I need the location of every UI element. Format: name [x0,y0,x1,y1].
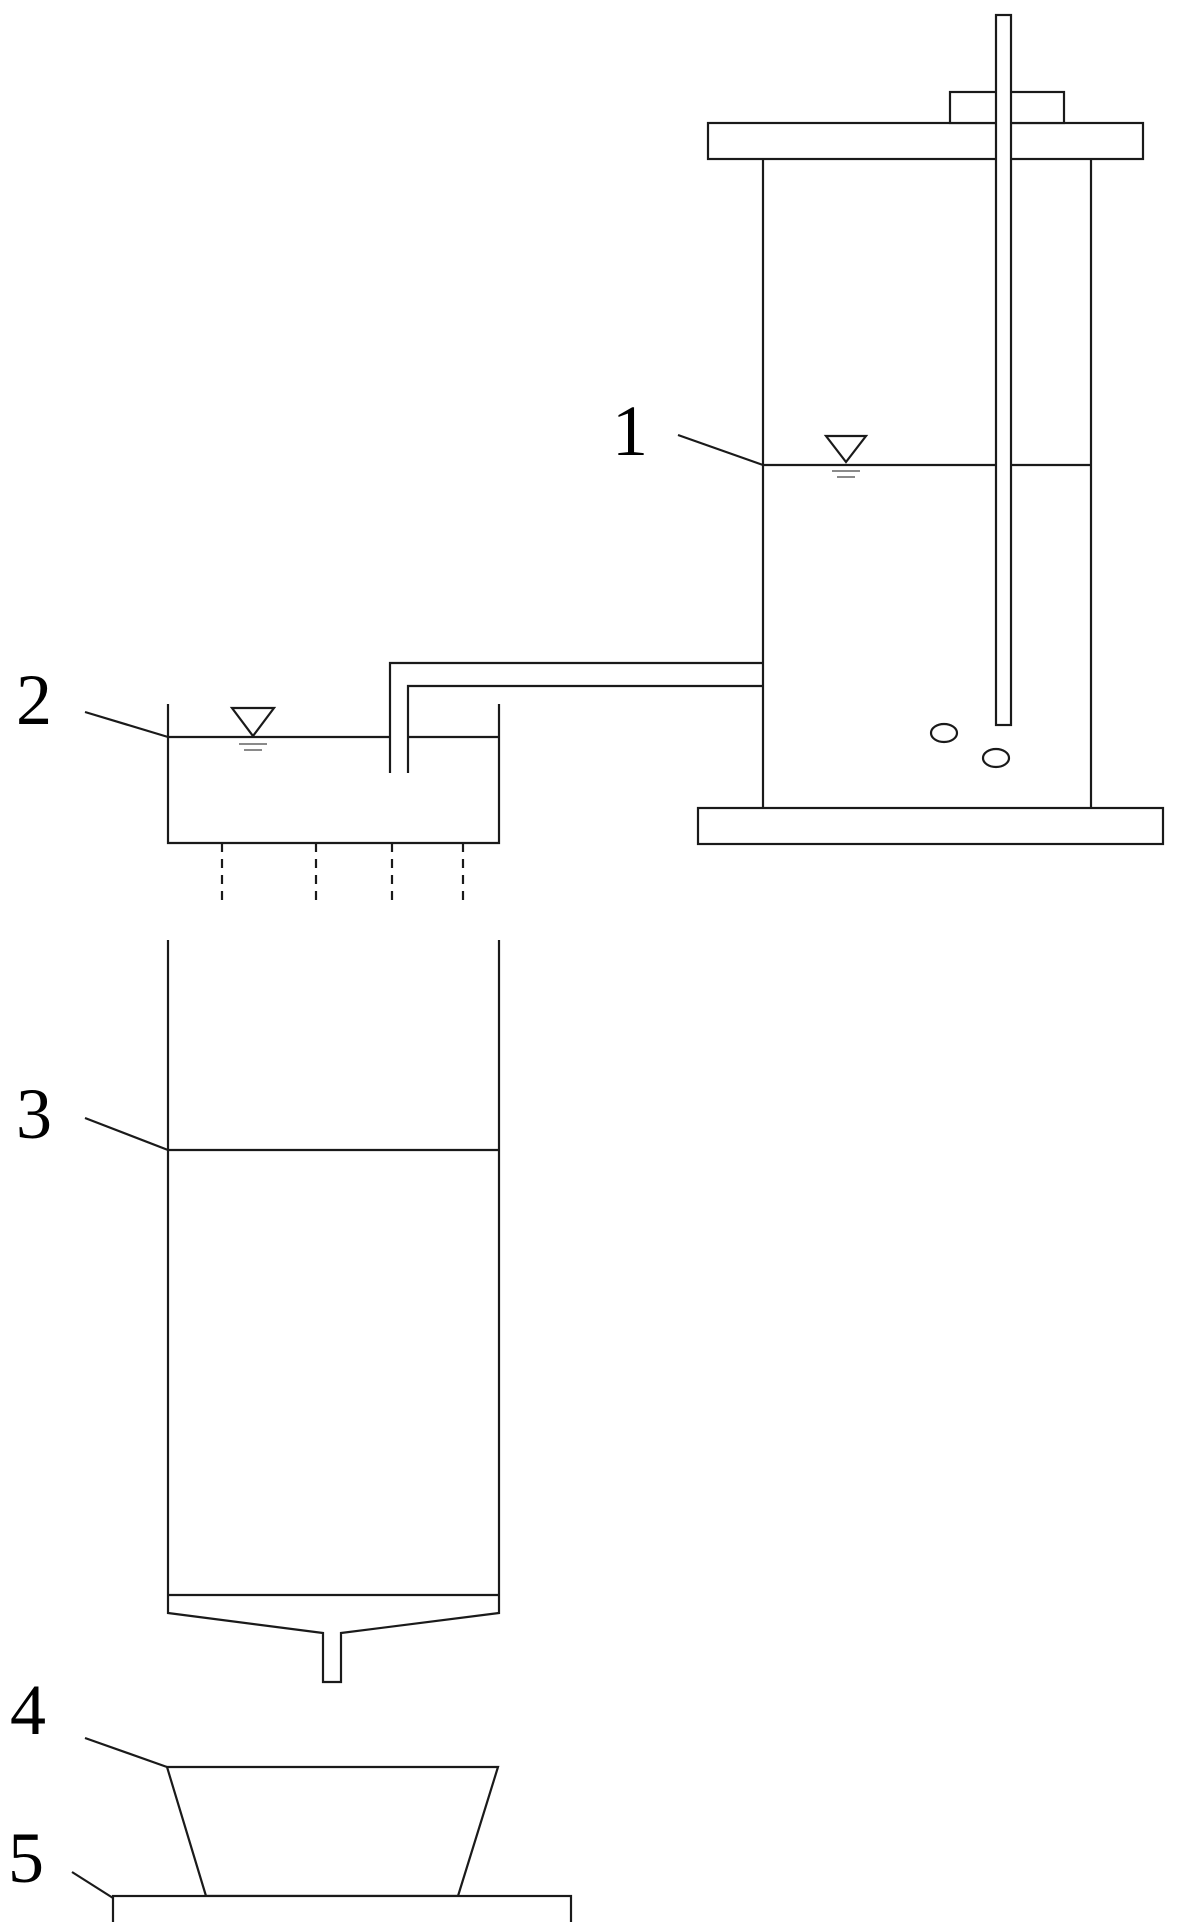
water-level-symbol [229,706,277,751]
water-level-symbol [823,434,869,478]
distribution-tank-outline [166,704,501,845]
callout-label-5: 5 [8,1818,44,1898]
air-bubble [929,722,959,744]
reservoir-top-plate [706,121,1145,161]
callout-leader-1 [677,433,764,467]
upper-reservoir [696,13,1165,846]
reservoir-base-plate [696,806,1165,846]
callout-label-3: 3 [16,1074,52,1154]
stirring-rod [994,13,1013,727]
balance-platform [111,1894,573,1922]
balance [111,1894,573,1922]
distribution-tank [166,704,501,902]
collection-vessel [165,1765,500,1898]
soil-column [166,940,501,1684]
callout-leader-4 [84,1736,168,1769]
callout-leader-3 [84,1116,169,1152]
air-bubble [981,747,1011,769]
callout-leader-2 [84,710,169,739]
connecting-pipe [388,661,763,773]
column-funnel [166,1595,501,1684]
callout-label-4: 4 [10,1670,46,1750]
callout-leader-5 [71,1871,114,1899]
callout-label-1: 1 [612,391,648,471]
callout-label-2: 2 [16,660,52,740]
